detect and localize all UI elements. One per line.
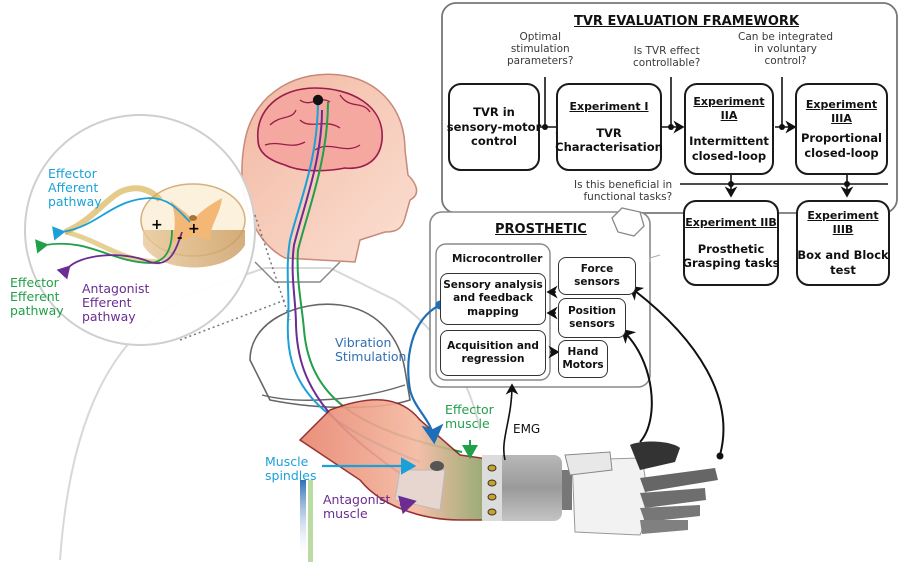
box-experiment-3a: Experiment IIIA Proportional closed-loop	[795, 83, 888, 175]
inset-efferent-path	[35, 229, 173, 264]
box-heading: Experiment IIB	[685, 215, 777, 229]
box-text: Intermittent closed-loop	[689, 134, 769, 163]
box-heading: Experiment IIIB	[807, 208, 879, 236]
prosthetic-hand	[562, 441, 718, 536]
minus-sign: -	[177, 231, 183, 246]
box-text: Box and Block test	[797, 248, 889, 277]
box-force-sensors: Force sensors	[558, 257, 636, 295]
box-experiment-1: Experiment I TVR Characterisation	[555, 83, 663, 171]
box-heading: Experiment IIIA	[805, 97, 878, 125]
box-position-sensors: Position sensors	[558, 298, 626, 338]
box-acquisition-regression: Acquisition and regression	[440, 330, 546, 376]
box-hand-motors: Hand Motors	[558, 340, 608, 378]
box-experiment-3b: Experiment IIIB Box and Block test	[796, 200, 890, 286]
label-effector-afferent: Effector Afferent pathway	[48, 166, 102, 209]
force-sensor-wire	[628, 285, 725, 456]
muscle-spindle	[430, 461, 444, 471]
box-text: TVR Characterisation	[555, 125, 663, 154]
box-heading: Experiment I	[569, 99, 649, 113]
neck-collar	[254, 261, 341, 283]
framework-title: TVR EVALUATION FRAMEWORK	[574, 14, 800, 29]
inset-antagonist-path	[56, 231, 183, 280]
emg-electrodes	[487, 464, 497, 516]
spinal-cord-inset	[24, 114, 256, 346]
position-sensor-wire	[620, 328, 653, 443]
box-text: TVR in sensory-motor control	[446, 105, 542, 149]
question-tvr-controllable: Is TVR effect controllable?	[633, 45, 701, 69]
box-sensory-analysis: Sensory analysis and feedback mapping	[440, 273, 546, 325]
box-experiment-2b: Experiment IIB Prosthetic Grasping tasks	[683, 200, 779, 286]
question-voluntary-control: Can be integrated in voluntary control?	[738, 31, 834, 67]
label-vibration-stimulation: Vibration Stimulation	[335, 335, 407, 364]
dorsal-root	[63, 185, 163, 235]
framework-container	[441, 2, 898, 214]
brain	[257, 87, 383, 172]
afferent-spinal-path	[286, 94, 421, 463]
box-text: Proportional closed-loop	[800, 131, 883, 160]
box-tvr-sensory-motor: TVR in sensory-motor control	[446, 83, 542, 171]
box-text: Prosthetic Grasping tasks	[682, 241, 780, 270]
question-functional-tasks: Is this beneficial in functional tasks?	[574, 179, 673, 203]
box-experiment-2a: Experiment IIA Intermittent closed-loop	[684, 83, 774, 175]
question-stimulation-parameters: Optimal stimulation parameters?	[507, 31, 574, 67]
plus-sign-right: +	[188, 221, 200, 237]
box-heading: Experiment IIA	[693, 94, 765, 122]
label-emg: EMG	[513, 422, 541, 436]
emg-arrow	[503, 383, 519, 461]
prosthetic-title: PROSTHETIC	[495, 222, 587, 237]
label-antagonist-efferent: Antagonist Efferent pathway	[82, 281, 150, 324]
label-muscle-spindles: Muscle spindles	[265, 454, 317, 483]
plus-sign-left: +	[151, 217, 163, 233]
label-effector-efferent: Effector Efferent pathway	[10, 275, 64, 318]
label-effector-muscle: Effector muscle	[445, 402, 494, 431]
inset-afferent-path	[51, 197, 191, 241]
label-antagonist-muscle: Antagonist muscle	[323, 492, 391, 521]
microcontroller-label: Microcontroller	[452, 253, 543, 265]
feedback-loop-arrow	[611, 207, 645, 237]
vibration-feedback-path	[407, 304, 444, 445]
